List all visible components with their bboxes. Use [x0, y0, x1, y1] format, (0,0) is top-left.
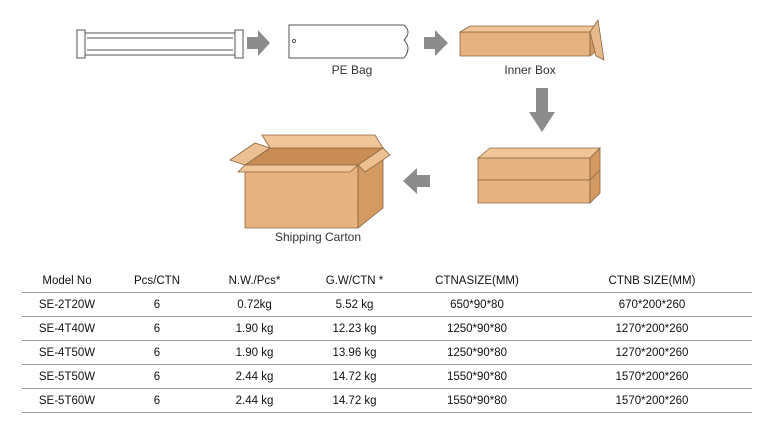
cell-pcs-ctn: 6 — [153, 394, 161, 407]
table-row: SE-4T50W 6 1.90 kg 13.96 kg 1250*90*80 1… — [22, 341, 752, 365]
cell-pcs-ctn: 6 — [153, 298, 161, 311]
inner-box-label: Inner Box — [504, 63, 555, 77]
shipping-carton-label: Shipping Carton — [275, 230, 361, 244]
packaging-diagram: PE Bag Inner Box Shipping Carton — [76, 18, 605, 244]
table-row: SE-2T20W 6 0.72kg 5.52 kg 650*90*80 670*… — [22, 293, 752, 317]
cell-gw-ctn: 14.72 kg — [332, 370, 377, 383]
cell-ctna-size: 1550*90*80 — [446, 394, 508, 407]
cell-ctnb-size: 1570*200*260 — [615, 370, 689, 383]
col-header-nw-pcs: N.W./Pcs* — [228, 275, 281, 287]
arrow-right-2 — [424, 30, 448, 56]
pe-bag-label: PE Bag — [332, 63, 373, 77]
cell-ctna-size: 1550*90*80 — [446, 370, 508, 383]
cell-nw-pcs: 2.44 kg — [235, 394, 274, 407]
packing-spec-table: Model No Pcs/CTN N.W./Pcs* G.W/CTN * CTN… — [22, 270, 752, 413]
cell-ctna-size: 650*90*80 — [450, 298, 504, 311]
table-row: SE-5T50W 6 2.44 kg 14.72 kg 1550*90*80 1… — [22, 365, 752, 389]
cell-ctnb-size: 1270*200*260 — [615, 322, 689, 335]
cell-gw-ctn: 5.52 kg — [335, 298, 374, 311]
cell-gw-ctn: 13.96 kg — [332, 346, 377, 359]
cell-pcs-ctn: 6 — [153, 370, 161, 383]
pe-bag — [288, 24, 409, 59]
col-header-model-no: Model No — [42, 275, 92, 287]
cell-pcs-ctn: 6 — [153, 346, 161, 359]
cell-nw-pcs: 1.90 kg — [235, 346, 274, 359]
cell-model-no: SE-5T50W — [38, 370, 96, 383]
arrow-right-1 — [247, 30, 270, 56]
cell-ctnb-size: 670*200*260 — [618, 298, 686, 311]
table-row: SE-4T40W 6 1.90 kg 12.23 kg 1250*90*80 1… — [22, 317, 752, 341]
col-header-ctna-size: CTNASIZE(MM) — [435, 275, 519, 287]
col-header-ctnb-size: CTNB SIZE(MM) — [608, 275, 696, 287]
cell-model-no: SE-5T60W — [38, 394, 96, 407]
cell-pcs-ctn: 6 — [153, 322, 161, 335]
cell-nw-pcs: 2.44 kg — [235, 370, 274, 383]
cell-gw-ctn: 14.72 kg — [332, 394, 377, 407]
table-header-row: Model No Pcs/CTN N.W./Pcs* G.W/CTN * CTN… — [22, 270, 752, 293]
cell-nw-pcs: 0.72kg — [237, 298, 272, 311]
cell-ctna-size: 1250*90*80 — [446, 322, 508, 335]
shipping-carton — [229, 134, 391, 229]
inner-box — [458, 18, 605, 61]
cell-ctna-size: 1250*90*80 — [446, 346, 508, 359]
cell-nw-pcs: 1.90 kg — [235, 322, 274, 335]
col-header-pcs-ctn: Pcs/CTN — [134, 275, 180, 287]
led-tube-fixture — [76, 29, 244, 59]
cell-gw-ctn: 12.23 kg — [332, 322, 377, 335]
col-header-gw-ctn: G.W/CTN * — [325, 275, 384, 287]
arrow-left — [403, 168, 430, 194]
cell-model-no: SE-4T50W — [38, 346, 96, 359]
cell-model-no: SE-2T20W — [38, 298, 96, 311]
cell-ctnb-size: 1570*200*260 — [615, 394, 689, 407]
stacked-inner-boxes — [476, 147, 601, 204]
cell-model-no: SE-4T40W — [38, 322, 96, 335]
table-row: SE-5T60W 6 2.44 kg 14.72 kg 1550*90*80 1… — [22, 389, 752, 413]
arrow-down — [529, 88, 555, 132]
cell-ctnb-size: 1270*200*260 — [615, 346, 689, 359]
